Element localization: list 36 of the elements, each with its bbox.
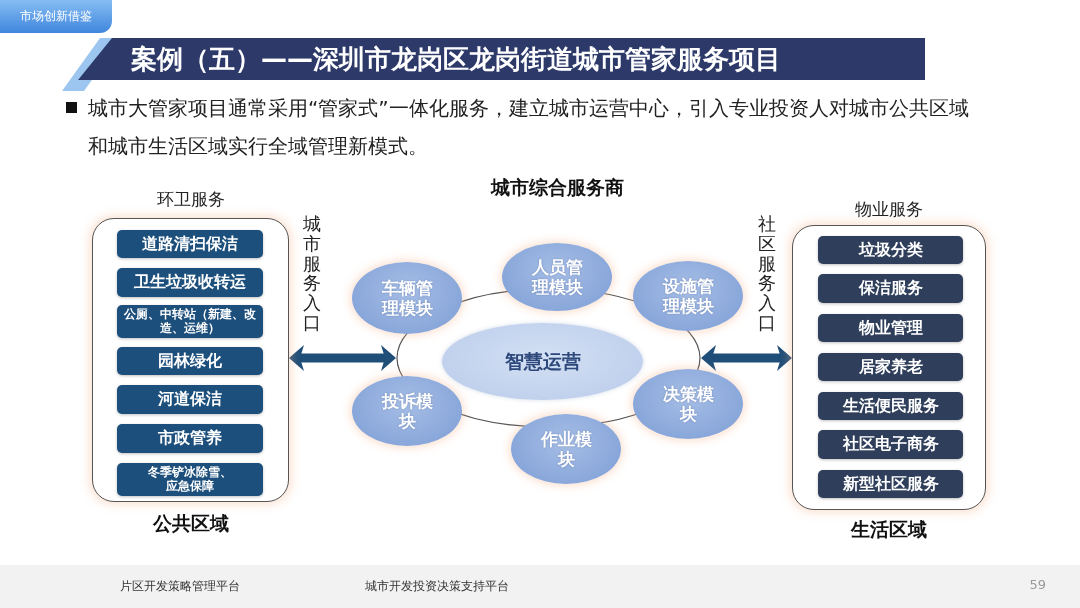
- service-item: 园林绿化: [117, 347, 263, 375]
- hub-bubble: 智慧运营: [442, 323, 643, 400]
- panel-heading: 环卫服务: [156, 188, 225, 210]
- panel-heading: 物业服务: [855, 198, 923, 220]
- module-bubble: 作业模块: [511, 414, 621, 484]
- footer-text: 城市开发投资决策支持平台: [365, 578, 509, 594]
- service-item: 河道保洁: [117, 385, 263, 414]
- bullet-text: 城市大管家项目通常采用“管家式”一体化服务，建立城市运营中心，引入专业投资人对城市公共区域和城市生活区域实行全域管理新模式。: [88, 95, 970, 160]
- module-bubble: 车辆管理模块: [352, 262, 462, 334]
- edge-label: 社区服务入口: [758, 214, 776, 333]
- service-item: 垃圾分类: [818, 236, 963, 264]
- edge-label: 城市服务入口: [303, 214, 321, 333]
- service-item: 社区电子商务: [818, 430, 963, 459]
- service-item: 卫生垃圾收转运: [117, 268, 263, 297]
- service-item: 新型社区服务: [818, 470, 963, 498]
- service-item: 保洁服务: [818, 274, 963, 303]
- module-bubble: 决策模块: [633, 369, 743, 439]
- page-number: 59: [1029, 577, 1046, 593]
- service-item: 道路清扫保洁: [117, 230, 263, 258]
- service-item: 居家养老: [818, 353, 963, 381]
- double-arrow: [701, 345, 792, 371]
- service-item: 公厕、中转站（新建、改造、运维）: [117, 305, 263, 338]
- service-item: 冬季铲冰除雪、应急保障: [117, 463, 263, 496]
- region-caption: 公共区域: [152, 512, 229, 534]
- service-item: 市政管养: [117, 424, 263, 453]
- module-bubble: 投诉模块: [352, 376, 462, 446]
- footer-text: 片区开发策略管理平台: [120, 578, 240, 594]
- service-item: 物业管理: [818, 314, 963, 342]
- title: 案例（五）——深圳市龙岗区龙岗街道城市管家服务项目: [131, 43, 781, 76]
- section-tab: 市场创新借鉴: [0, 0, 112, 33]
- module-bubble: 人员管理模块: [502, 243, 612, 311]
- module-bubble: 设施管理模块: [633, 261, 743, 331]
- region-caption: 生活区域: [851, 518, 927, 540]
- double-arrow: [289, 345, 396, 371]
- service-item: 生活便民服务: [818, 392, 963, 420]
- group-heading: 城市综合服务商: [490, 176, 624, 198]
